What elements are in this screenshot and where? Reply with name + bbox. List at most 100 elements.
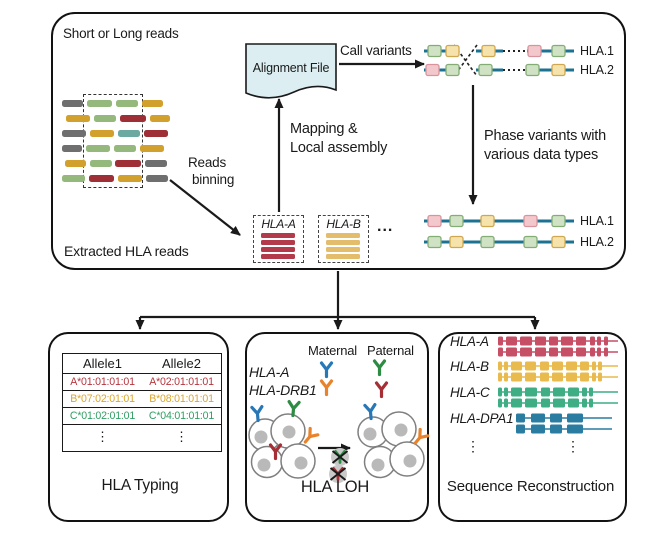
read-segment — [118, 175, 142, 182]
read-segment — [90, 130, 114, 137]
exon-box — [506, 347, 517, 357]
variant-box-gold — [449, 235, 464, 249]
read-segment — [115, 160, 141, 167]
exon-box — [531, 413, 545, 423]
bin-read-bar — [261, 247, 295, 252]
allele-table-header-cell: Allele1 — [82, 356, 123, 371]
exon-box — [566, 361, 577, 371]
read-segment — [62, 130, 86, 137]
exon-box — [590, 347, 595, 357]
exon-box — [597, 336, 601, 346]
exon-box — [525, 398, 537, 408]
paternal-header: Paternal — [367, 343, 414, 358]
exon-box — [553, 398, 565, 408]
allele-cell: C*04:01:01:01 — [148, 410, 215, 422]
read-segment — [118, 130, 140, 137]
exon-box — [589, 398, 593, 408]
read-segment — [62, 175, 85, 182]
allele-table-dots-row: ⋮⋮ — [63, 424, 221, 451]
exon-box — [525, 387, 537, 397]
exon-box — [498, 398, 502, 408]
exon-box — [516, 413, 525, 423]
variant-box-gold — [445, 44, 460, 58]
read-segment — [144, 130, 168, 137]
exon-box — [598, 372, 602, 382]
exon-box — [549, 347, 558, 357]
variant-box-gold — [481, 44, 496, 58]
document-icon — [245, 43, 337, 99]
mapping-label-line2: Local assembly — [290, 140, 388, 156]
exon-box — [516, 424, 525, 434]
read-segment — [142, 100, 163, 107]
maternal-header: Maternal — [308, 343, 357, 358]
recon-gene-label-hla-dpa1: HLA-DPA1 — [450, 411, 514, 426]
hla-typing-title: HLA Typing — [101, 477, 179, 494]
maternal-hla-drb1-antibody — [319, 379, 334, 397]
bin-read-bar — [261, 254, 295, 259]
cell-nucleus — [282, 425, 296, 439]
exon-box — [549, 336, 558, 346]
cell-nucleus — [363, 427, 377, 441]
allele-cell: B*07:02:01:01 — [70, 393, 135, 405]
read-segment — [140, 145, 164, 152]
exon-box — [498, 372, 502, 382]
loh-gene-label-hla-drb1: HLA-DRB1 — [249, 382, 317, 398]
binning-label-line1: Reads — [188, 155, 227, 170]
exon-box — [553, 387, 565, 397]
exon-box — [552, 361, 563, 371]
exon-box — [504, 361, 508, 371]
cell-nucleus — [257, 458, 271, 472]
exon-box — [576, 336, 586, 346]
variant-box-gold — [551, 235, 566, 249]
read-segment — [94, 115, 116, 122]
sequence-reconstruction-title: Sequence Reconstruction — [446, 478, 615, 495]
allele-cell: B*08:01:01:01 — [149, 393, 214, 405]
exon-box — [520, 347, 532, 357]
exon-box — [567, 413, 583, 423]
variant-box-green — [427, 44, 442, 58]
allele-dots-cell: ⋮ — [175, 429, 188, 444]
recon-ellipsis-left: ⋮ — [466, 438, 480, 454]
extracted-reads-label: Extracted HLA reads — [64, 243, 189, 259]
exon-box — [520, 336, 532, 346]
exon-box — [540, 372, 549, 382]
recon-ellipsis-right: ⋮ — [566, 438, 580, 454]
reads-selection-region — [83, 94, 143, 188]
exon-box — [541, 398, 550, 408]
read-bin-label: HLA-A — [261, 217, 296, 231]
cell-nucleus — [254, 430, 268, 444]
exon-box — [604, 336, 608, 346]
antibody-y — [250, 404, 264, 423]
recon-gene-label-hla-b: HLA-B — [450, 359, 489, 374]
hap-label-unphased-2: HLA.2 — [580, 63, 614, 77]
variant-box-green — [551, 214, 566, 228]
read-segment — [87, 100, 112, 107]
mapping-label-line1: Mapping & — [290, 121, 358, 137]
bin-read-bar — [261, 233, 295, 238]
hap-label-phased-1: HLA.1 — [580, 214, 614, 228]
exon-box — [567, 424, 583, 434]
variant-box-green — [445, 63, 460, 77]
antibody-y — [413, 427, 430, 445]
bin-read-bar — [326, 247, 360, 252]
read-segment — [86, 145, 110, 152]
cell-nucleus — [371, 458, 385, 472]
variant-box-green — [551, 44, 566, 58]
exon-box — [504, 398, 508, 408]
read-bin-hla-b: HLA-B — [318, 215, 369, 263]
variant-box-gold — [480, 214, 495, 228]
antibody-y — [363, 402, 377, 421]
cell-nucleus — [294, 456, 308, 470]
variant-box-green — [449, 214, 464, 228]
binning-label-line2: binning — [192, 172, 235, 187]
read-segment — [150, 115, 170, 122]
exon-box — [511, 372, 522, 382]
exon-box — [531, 424, 545, 434]
read-bin-label: HLA-B — [326, 217, 361, 231]
bins-ellipsis: ... — [377, 218, 394, 235]
antibody-y — [287, 399, 301, 418]
exon-box — [498, 361, 502, 371]
paternal-hla-a-antibody — [372, 359, 387, 377]
